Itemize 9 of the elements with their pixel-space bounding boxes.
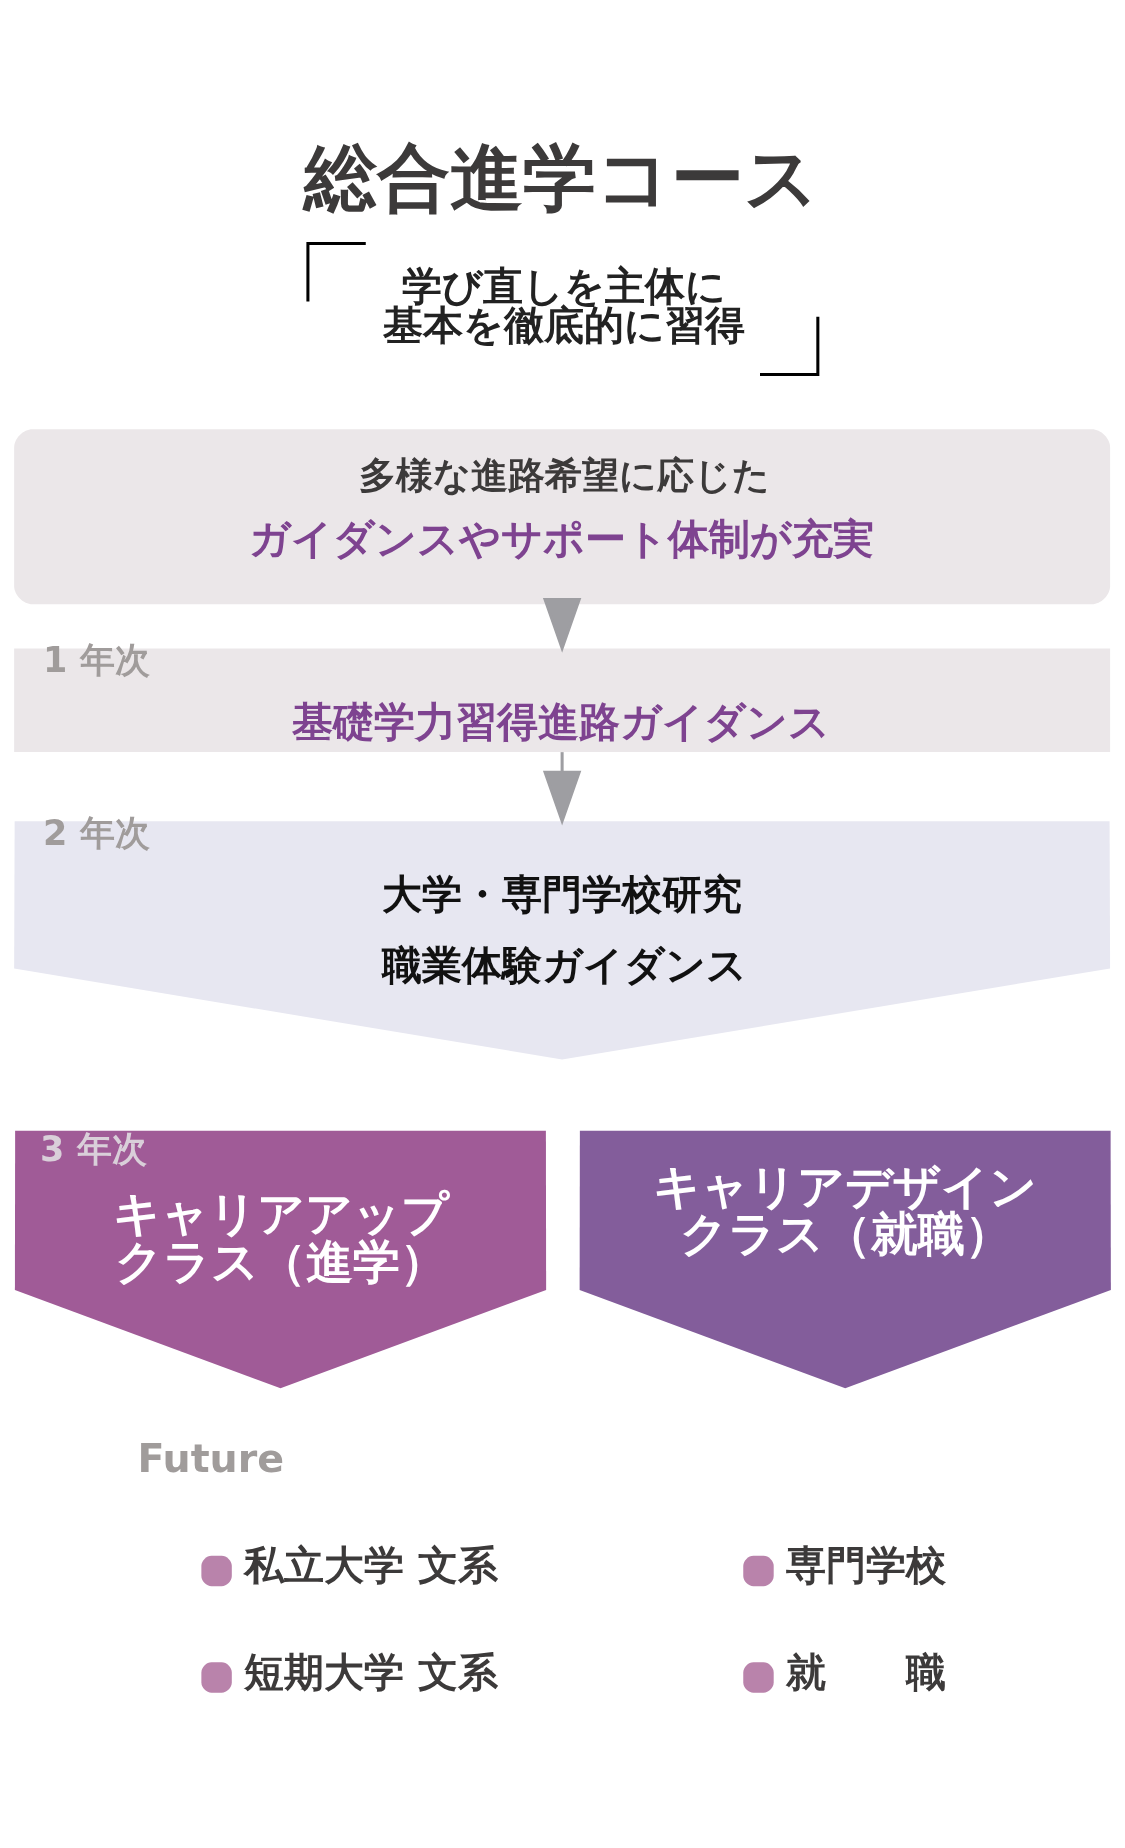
label: 私立大学 文系 <box>243 1541 498 1588</box>
label: 短期大学 文系 <box>243 1648 498 1695</box>
label: 学び直しを主体に基本を徹底的に習得 <box>382 262 745 349</box>
diagram-title: 総合進学コース <box>303 135 819 221</box>
arrow <box>542 752 582 826</box>
label: 就 職 <box>785 1648 946 1695</box>
label: 専門学校 <box>785 1541 946 1588</box>
label: Future <box>137 1434 285 1481</box>
arrow <box>542 597 582 653</box>
